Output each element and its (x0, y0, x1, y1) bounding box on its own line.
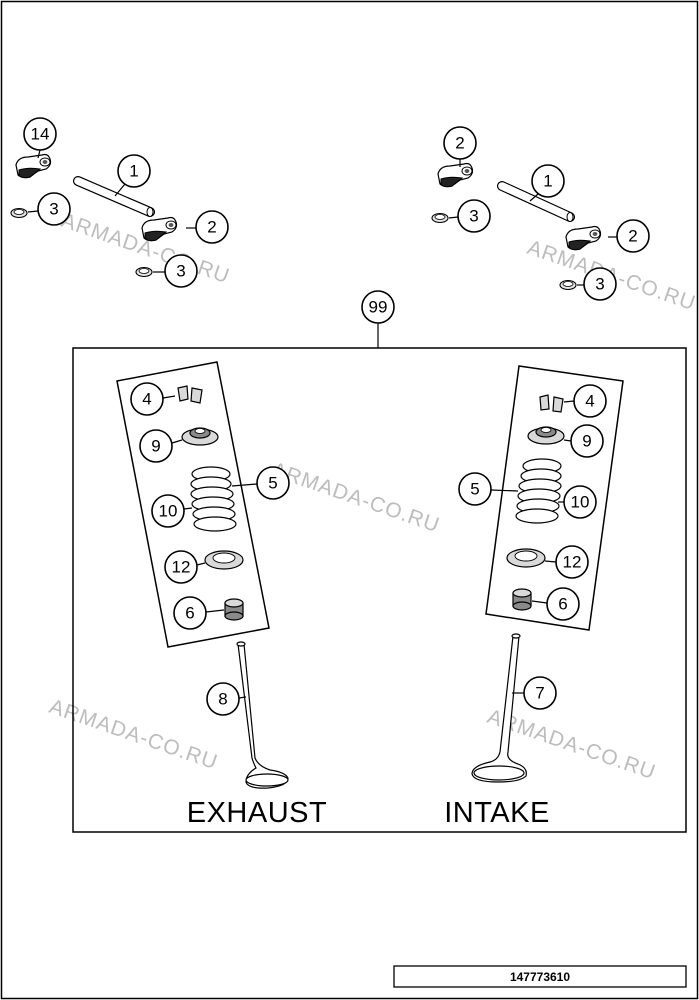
valve-keepers-intake (539, 394, 564, 413)
rocker-arm-left-top (15, 153, 52, 179)
exhaust-valve (236, 641, 289, 789)
callout-5-exhaust: 5 (256, 466, 290, 500)
svg-text:1: 1 (129, 162, 138, 181)
callout-5-intake: 5 (458, 472, 492, 506)
shim-left-1 (10, 207, 28, 219)
svg-text:1: 1 (543, 172, 552, 191)
intake-label: INTAKE (444, 797, 550, 829)
callout-9-exhaust: 9 (139, 429, 173, 463)
valve-spring-intake (515, 458, 562, 524)
svg-text:3: 3 (595, 275, 604, 294)
watermark-3: ARMADA-CO.RU (268, 458, 442, 537)
drawing-number: 147773610 (510, 970, 570, 984)
callout-7-intake-valve: 7 (523, 676, 557, 710)
callout-9-intake: 9 (570, 424, 604, 458)
callout-99: 99 (361, 290, 395, 324)
rocker-shaft-left (73, 176, 155, 217)
callout-4-exhaust: 4 (130, 382, 164, 416)
callout-1-left: 1 (117, 154, 151, 188)
svg-text:5: 5 (470, 480, 479, 499)
callout-10-exhaust: 10 (151, 494, 185, 528)
spring-seat-intake (506, 548, 546, 568)
rocker-arm-left-bottom (141, 216, 178, 242)
spring-retainer-intake (527, 426, 565, 445)
callout-6-intake: 6 (546, 587, 580, 621)
valve-stem-seal-exhaust (224, 598, 244, 621)
valve-stem-seal-intake (512, 588, 532, 611)
rocker-arm-right-bottom (565, 225, 602, 251)
svg-text:9: 9 (151, 437, 160, 456)
callout-6-exhaust: 6 (173, 596, 207, 630)
callout-4-intake: 4 (573, 384, 607, 418)
callout-12-exhaust: 12 (164, 550, 198, 584)
svg-text:14: 14 (31, 125, 50, 144)
drawing-number-box (393, 965, 687, 988)
svg-text:10: 10 (159, 502, 178, 521)
svg-text:99: 99 (369, 298, 388, 317)
svg-text:3: 3 (49, 200, 58, 219)
svg-text:2: 2 (628, 227, 637, 246)
svg-text:6: 6 (558, 595, 567, 614)
shim-left-2 (135, 266, 153, 278)
svg-text:4: 4 (142, 390, 151, 409)
svg-text:2: 2 (455, 134, 464, 153)
callout-14: 14 (23, 117, 57, 151)
svg-text:6: 6 (185, 604, 194, 623)
svg-text:2: 2 (207, 218, 216, 237)
svg-text:12: 12 (172, 558, 191, 577)
callout-3-right-2: 3 (583, 267, 617, 301)
exhaust-parts-frame (116, 361, 270, 648)
callout-10-intake: 10 (563, 485, 597, 519)
rocker-arm-right-top (437, 162, 474, 188)
intake-parts-frame (485, 365, 624, 631)
spring-seat-exhaust (204, 550, 244, 570)
svg-text:3: 3 (176, 262, 185, 281)
valve-kit-box (72, 347, 687, 833)
svg-text:7: 7 (535, 684, 544, 703)
intake-valve (471, 633, 527, 783)
valve-keepers-exhaust (177, 385, 203, 404)
callout-2-right: 2 (616, 219, 650, 253)
callout-12-intake: 12 (555, 545, 589, 579)
callout-3-right-1: 3 (457, 199, 491, 233)
callout-2-left: 2 (195, 210, 229, 244)
svg-text:12: 12 (563, 553, 582, 572)
exhaust-label: EXHAUST (187, 797, 327, 829)
spring-retainer-exhaust (181, 427, 219, 446)
valve-spring-exhaust (190, 466, 237, 532)
shim-right-2 (559, 279, 577, 291)
svg-text:9: 9 (582, 432, 591, 451)
svg-text:8: 8 (218, 690, 227, 709)
callout-2-right-top: 2 (443, 126, 477, 160)
callout-3-left-1: 3 (37, 192, 71, 226)
callout-8-exhaust-valve: 8 (206, 682, 240, 716)
callout-1-right: 1 (531, 164, 565, 198)
svg-text:10: 10 (571, 493, 590, 512)
svg-text:3: 3 (469, 207, 478, 226)
svg-text:5: 5 (268, 474, 277, 493)
rocker-shaft-right (497, 181, 575, 222)
svg-text:4: 4 (585, 392, 594, 411)
shim-right-1 (431, 212, 449, 224)
callout-3-left-2: 3 (164, 254, 198, 288)
